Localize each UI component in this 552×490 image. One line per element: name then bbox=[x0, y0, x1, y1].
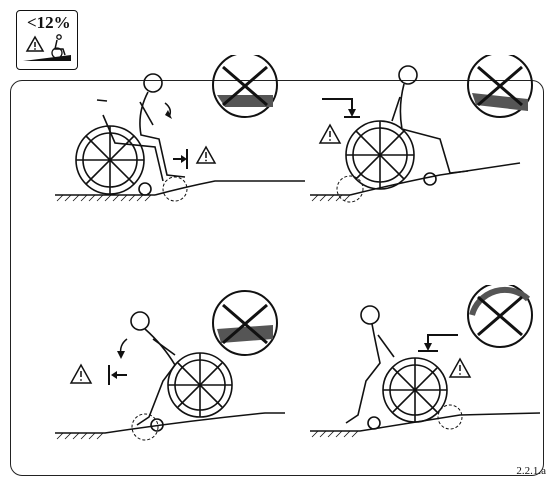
max-slope-label: <12% bbox=[27, 13, 71, 32]
ramp bbox=[55, 412, 285, 434]
warning-icon bbox=[69, 363, 93, 384]
ground-hatching bbox=[56, 194, 152, 202]
detail-marker bbox=[336, 175, 364, 203]
ramp bbox=[55, 180, 305, 196]
slope-warning-badge: <12% bbox=[16, 10, 78, 70]
push-arrow-icon bbox=[322, 98, 360, 118]
ground-hatching bbox=[56, 432, 104, 440]
warning-icon bbox=[195, 145, 217, 164]
figure-reference: 2.2.1.a bbox=[516, 465, 546, 477]
wheelchair-user bbox=[130, 311, 233, 432]
warning-icon bbox=[448, 357, 472, 378]
detail-marker bbox=[131, 413, 159, 441]
ramp bbox=[310, 412, 541, 432]
panel-ascend-correct bbox=[300, 52, 552, 255]
wheelchair-user bbox=[345, 65, 469, 190]
warning-icon bbox=[318, 123, 342, 144]
detail-marker bbox=[162, 176, 188, 202]
ground-hatching bbox=[311, 430, 359, 438]
wheelchair-user bbox=[75, 73, 186, 196]
wheelchair-user bbox=[345, 305, 448, 430]
panel-ascend-incorrect bbox=[45, 52, 310, 255]
warning-ramp-icon bbox=[23, 34, 71, 61]
crossed-out-circle-icon bbox=[467, 282, 533, 348]
crossed-out-circle-icon bbox=[212, 290, 278, 356]
detail-marker bbox=[437, 404, 463, 430]
ground-hatching bbox=[311, 194, 351, 202]
panel-descend-incorrect bbox=[45, 285, 310, 485]
crossed-out-circle-icon bbox=[212, 52, 278, 118]
panel-descend-correct bbox=[300, 282, 552, 485]
crossed-out-circle-icon bbox=[467, 52, 533, 118]
